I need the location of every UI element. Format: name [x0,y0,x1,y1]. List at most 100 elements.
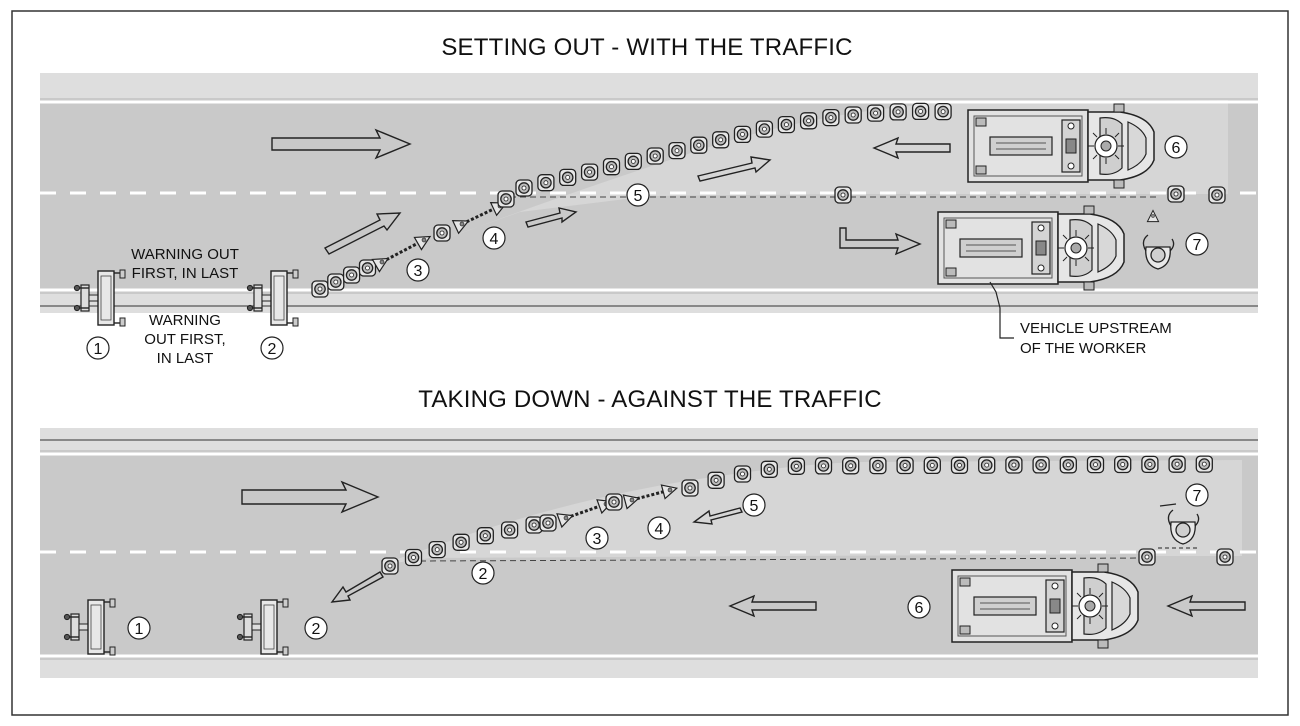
truck-icon [967,103,1155,189]
svg-text:6: 6 [915,600,924,617]
cone-icon [934,102,952,121]
cone-icon [500,521,519,539]
step-marker: 1 [86,336,110,360]
truck-icon [951,563,1139,649]
svg-text:7: 7 [1193,488,1202,505]
svg-text:5: 5 [634,188,643,205]
cone-icon [1141,455,1159,474]
arrow-icon [330,571,384,603]
cone-icon [844,106,862,124]
step-marker: 4 [647,516,671,540]
top-note-warning-a: WARNING OUT FIRST, IN LAST [131,246,239,282]
top-traffic-arrows [271,128,951,256]
cone-icon [559,168,577,187]
cone-icon [834,186,852,204]
cone-icon [537,174,555,192]
step-marker: 3 [585,526,609,550]
svg-text:6: 6 [1172,140,1181,157]
step-marker: 6 [907,595,931,619]
cone-icon [814,457,833,475]
cone-icon [1208,186,1226,204]
step-marker: 7 [1185,483,1209,507]
cone-icon [755,120,774,138]
cone-icon [452,533,470,551]
bottom-traffic-arrows [241,480,1246,618]
step-marker: 2 [471,561,495,585]
svg-text:7: 7 [1193,237,1202,254]
cone-icon [1216,548,1234,566]
svg-text:OUT FIRST,: OUT FIRST, [144,331,225,348]
top-note-vehicle-upstream: VEHICLE UPSTREAM OF THE WORKER [989,281,1172,357]
cone-icon [1168,455,1186,473]
cone-icon [311,280,329,298]
cone-icon [950,456,969,474]
cone-icon [760,460,778,478]
bottom-step-markers: 1 2 2 3 4 5 6 7 [127,483,1209,640]
svg-text:WARNING: WARNING [149,312,221,329]
cone-icon [822,108,840,127]
cone-icon [799,112,818,130]
cone-icon [681,479,699,497]
svg-text:FIRST, IN LAST: FIRST, IN LAST [132,265,239,282]
cone-icon [1114,455,1132,474]
cone-icon [978,456,996,474]
cone-icon [476,527,494,545]
cone-icon [1005,456,1023,474]
step-marker: 7 [1185,232,1209,256]
svg-text:1: 1 [94,341,103,358]
cone-icon [1059,456,1077,474]
cone-icon [358,259,377,277]
step-marker: 5 [742,493,766,517]
top-chain-section-4 [433,190,515,242]
step-marker: 2 [260,336,284,360]
cone-icon [428,540,446,559]
svg-text:VEHICLE UPSTREAM: VEHICLE UPSTREAM [1020,320,1172,337]
step-marker: 6 [1164,135,1188,159]
svg-text:2: 2 [479,566,488,583]
cone-icon [787,457,806,475]
cone-icon [889,103,907,121]
step-marker: 4 [482,226,506,250]
cone-icon [1086,455,1105,474]
top-panel-title: SETTING OUT - WITH THE TRAFFIC [441,34,852,61]
cone-icon [381,557,399,575]
svg-text:IN LAST: IN LAST [157,350,214,367]
cone-icon [342,266,361,284]
arrow-icon [872,136,951,160]
cone-icon [646,147,664,165]
cone-icon [690,136,708,154]
top-note-warning-b: WARNING OUT FIRST, IN LAST [144,312,225,367]
step-marker: 3 [406,258,430,282]
cone-icon [707,471,725,489]
bottom-chain-section-4 [622,480,680,510]
arrow-icon [692,507,744,525]
arrow-icon [323,212,402,255]
svg-text:2: 2 [312,621,321,638]
svg-text:5: 5 [750,498,759,515]
arrow-icon [728,594,817,618]
step-marker: 1 [127,616,151,640]
cone-icon [1167,185,1185,203]
arrow-icon [525,207,578,228]
svg-text:3: 3 [414,263,423,280]
cone-icon [866,104,885,122]
arrow-icon [697,156,772,182]
cone-icon [923,456,941,475]
cone-icon [842,457,860,475]
bottom-panel-title: TAKING DOWN - AGAINST THE TRAFFIC [418,386,882,413]
cone-icon [911,102,930,121]
step-marker: 5 [626,183,650,207]
cone-icon [602,158,621,176]
svg-text:1: 1 [135,621,144,638]
svg-text:OF THE WORKER: OF THE WORKER [1020,340,1147,357]
arrow-icon [271,128,412,160]
cone-icon [896,456,914,475]
cone-icon [712,131,730,149]
cone-icon [1195,455,1213,473]
cone-icon [1138,548,1156,566]
arrow-icon [241,480,380,514]
cone-icon [404,548,423,567]
top-chain-section-3 [371,229,435,273]
cone-icon [733,465,752,483]
